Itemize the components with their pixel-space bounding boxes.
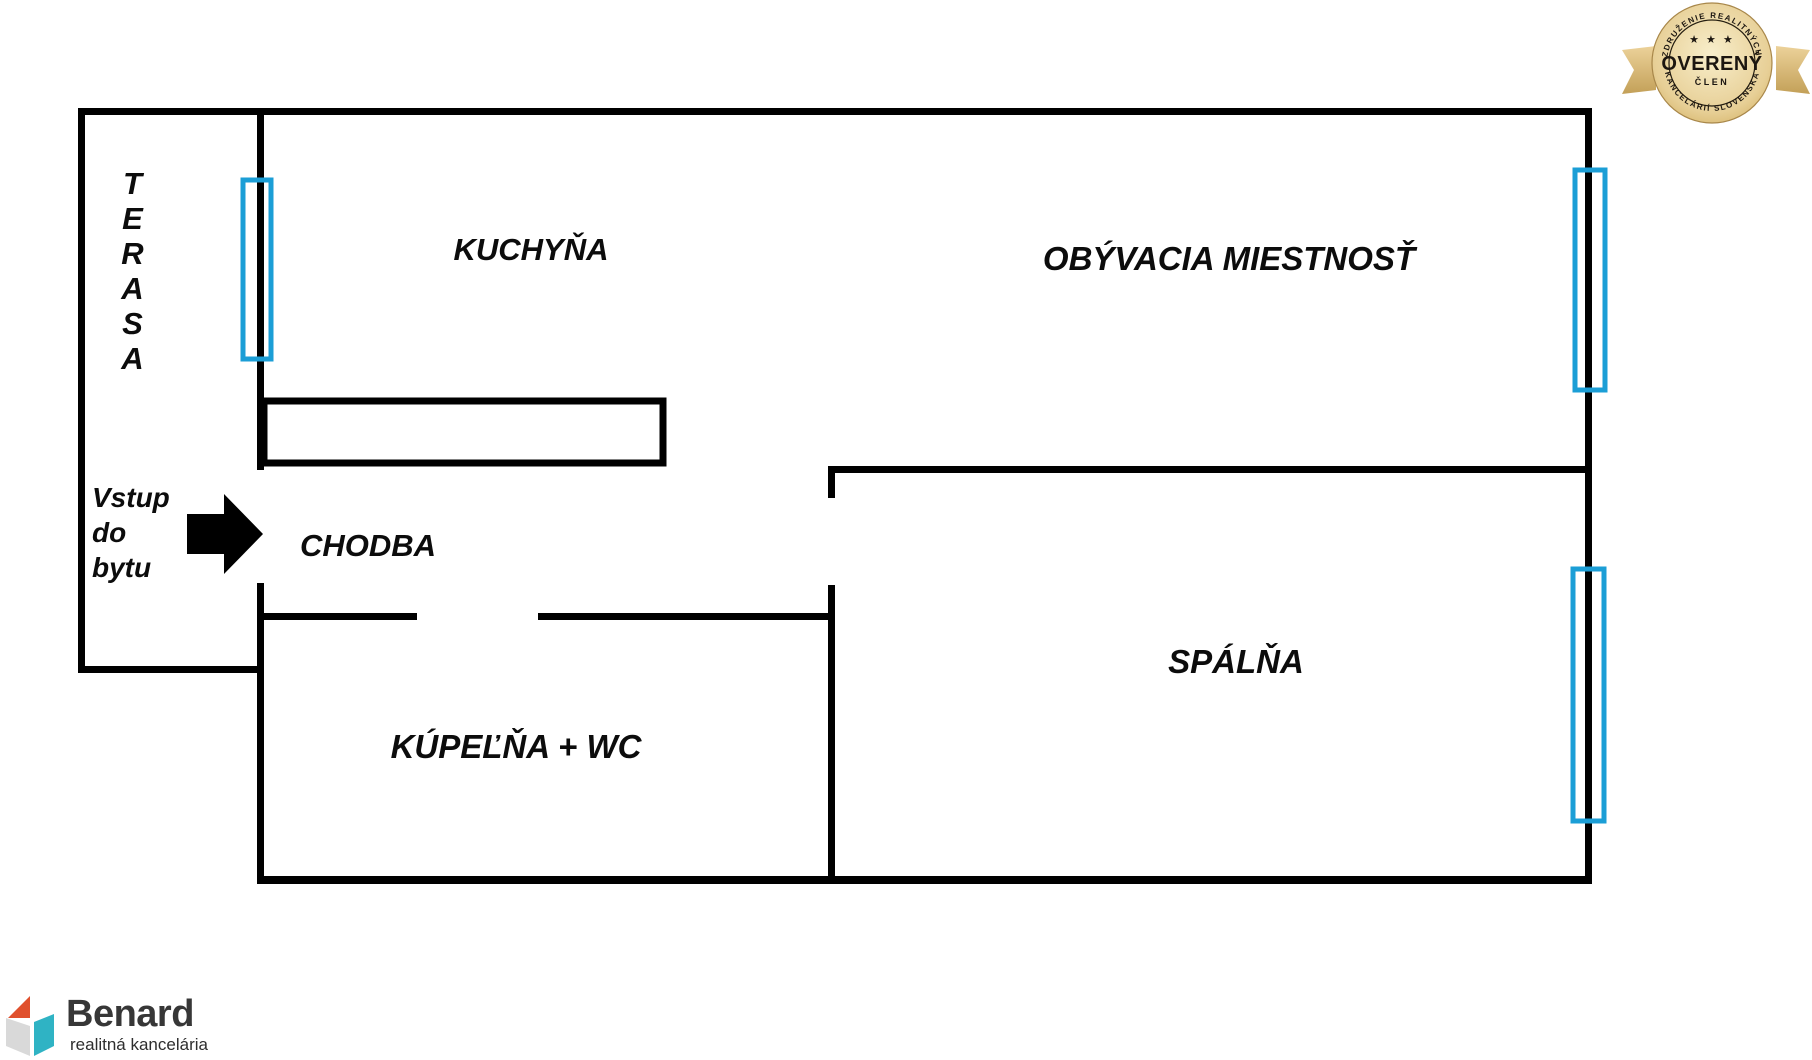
wall-bedroom-left xyxy=(828,585,835,884)
verified-member-badge: ZDRUŽENIE REALITNÝCH ★ ★ ★ OVERENÝ ČLEN … xyxy=(1622,2,1810,124)
wall-terrace-left xyxy=(78,108,85,673)
badge-subtitle: ČLEN xyxy=(1695,76,1730,87)
logo-cube-right-face xyxy=(34,1014,54,1056)
badge-inner-ring xyxy=(1668,19,1756,107)
wall-terrace-divider-upper xyxy=(257,108,264,470)
logo-cube-left-face xyxy=(6,1018,30,1056)
wall-right xyxy=(1585,108,1592,884)
agency-logo: Benard realitná kancelária xyxy=(0,983,260,1060)
window-kitchen xyxy=(240,177,274,362)
wall-bathroom-top-left xyxy=(257,613,417,620)
badge-ribbon-left xyxy=(1622,46,1656,94)
wall-top xyxy=(78,108,1592,115)
entrance-arrow-icon xyxy=(187,494,263,574)
room-label-obyvacia-miestnost: OBÝVACIA MIESTNOSŤ xyxy=(1042,240,1416,277)
badge-title: OVERENÝ xyxy=(1661,51,1762,75)
wall-living-bedroom-divider xyxy=(828,466,1592,473)
badge-stars-icon: ★ ★ ★ xyxy=(1689,34,1735,46)
wall-bathroom-top-right xyxy=(538,613,835,620)
window-bedroom xyxy=(1570,566,1607,824)
agency-tagline: realitná kancelária xyxy=(70,1035,208,1054)
agency-name: Benard xyxy=(66,993,194,1035)
room-label-kuchyna: KUCHYŇA xyxy=(453,232,609,267)
entrance-label: Vstup do bytu xyxy=(92,482,170,583)
window-living-room xyxy=(1572,167,1608,393)
logo-cube-lid xyxy=(8,996,30,1018)
kitchen-counter xyxy=(260,397,667,467)
room-label-kupelna-wc: KÚPEĽŇA + WC xyxy=(390,728,642,765)
room-label-terasa: T E R A S A xyxy=(121,166,145,376)
wall-terrace-bottom xyxy=(78,666,264,673)
agency-logo-cube-icon xyxy=(6,996,54,1056)
wall-bottom xyxy=(257,876,1592,884)
badge-ribbon-right xyxy=(1776,46,1810,94)
room-label-spalna: SPÁLŇA xyxy=(1168,643,1304,680)
wall-terrace-divider-lower xyxy=(257,583,264,884)
wall-hall-divider-stub xyxy=(828,466,835,498)
room-label-chodba: CHODBA xyxy=(299,528,437,563)
